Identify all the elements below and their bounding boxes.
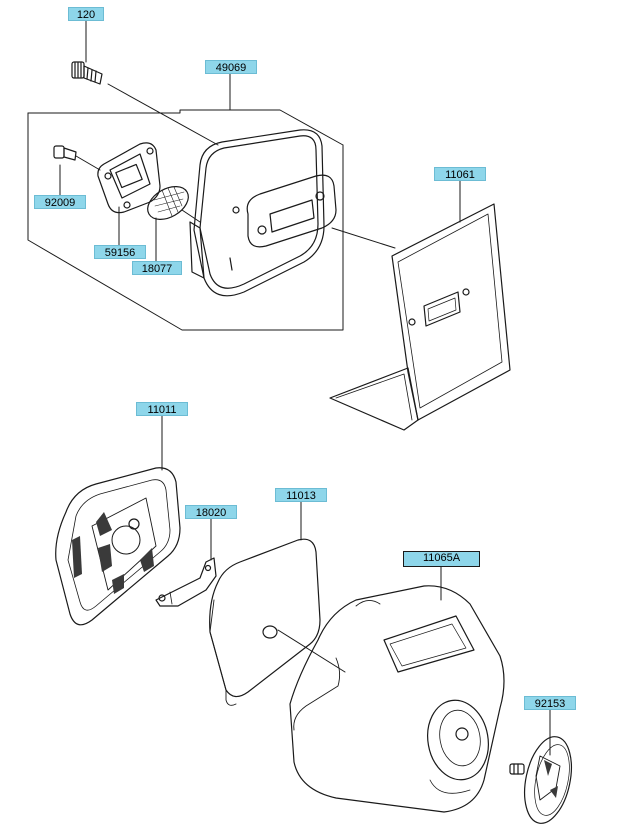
knob-92153 [509,736,572,824]
heat-shield-11061 [329,203,511,431]
part-label-92009[interactable]: 92009 [34,195,86,209]
muffler-group-bracket [27,109,344,331]
part-label-11061[interactable]: 11061 [434,167,486,181]
part-label-92153[interactable]: 92153 [524,696,576,710]
air-cleaner-cover-11065A [289,585,505,813]
part-label-11013[interactable]: 11013 [275,488,327,502]
part-label-18077[interactable]: 18077 [132,261,182,275]
leader-lines [59,20,551,756]
plate-59156 [97,142,161,214]
bolt-120 [71,61,103,85]
part-label-59156[interactable]: 59156 [94,245,146,259]
part-label-11011[interactable]: 11011 [136,402,188,416]
part-label-49069[interactable]: 49069 [205,60,257,74]
filter-element-11013 [209,538,321,706]
part-label-11065A[interactable]: 11065A [403,551,480,567]
bracket-18020 [155,557,217,607]
part-label-18020[interactable]: 18020 [185,505,237,519]
part-label-120[interactable]: 120 [68,7,104,21]
screw-92009 [53,145,77,161]
air-cleaner-base-11011 [55,467,181,626]
muffler-49069 [189,129,337,297]
screen-18077 [147,186,189,220]
